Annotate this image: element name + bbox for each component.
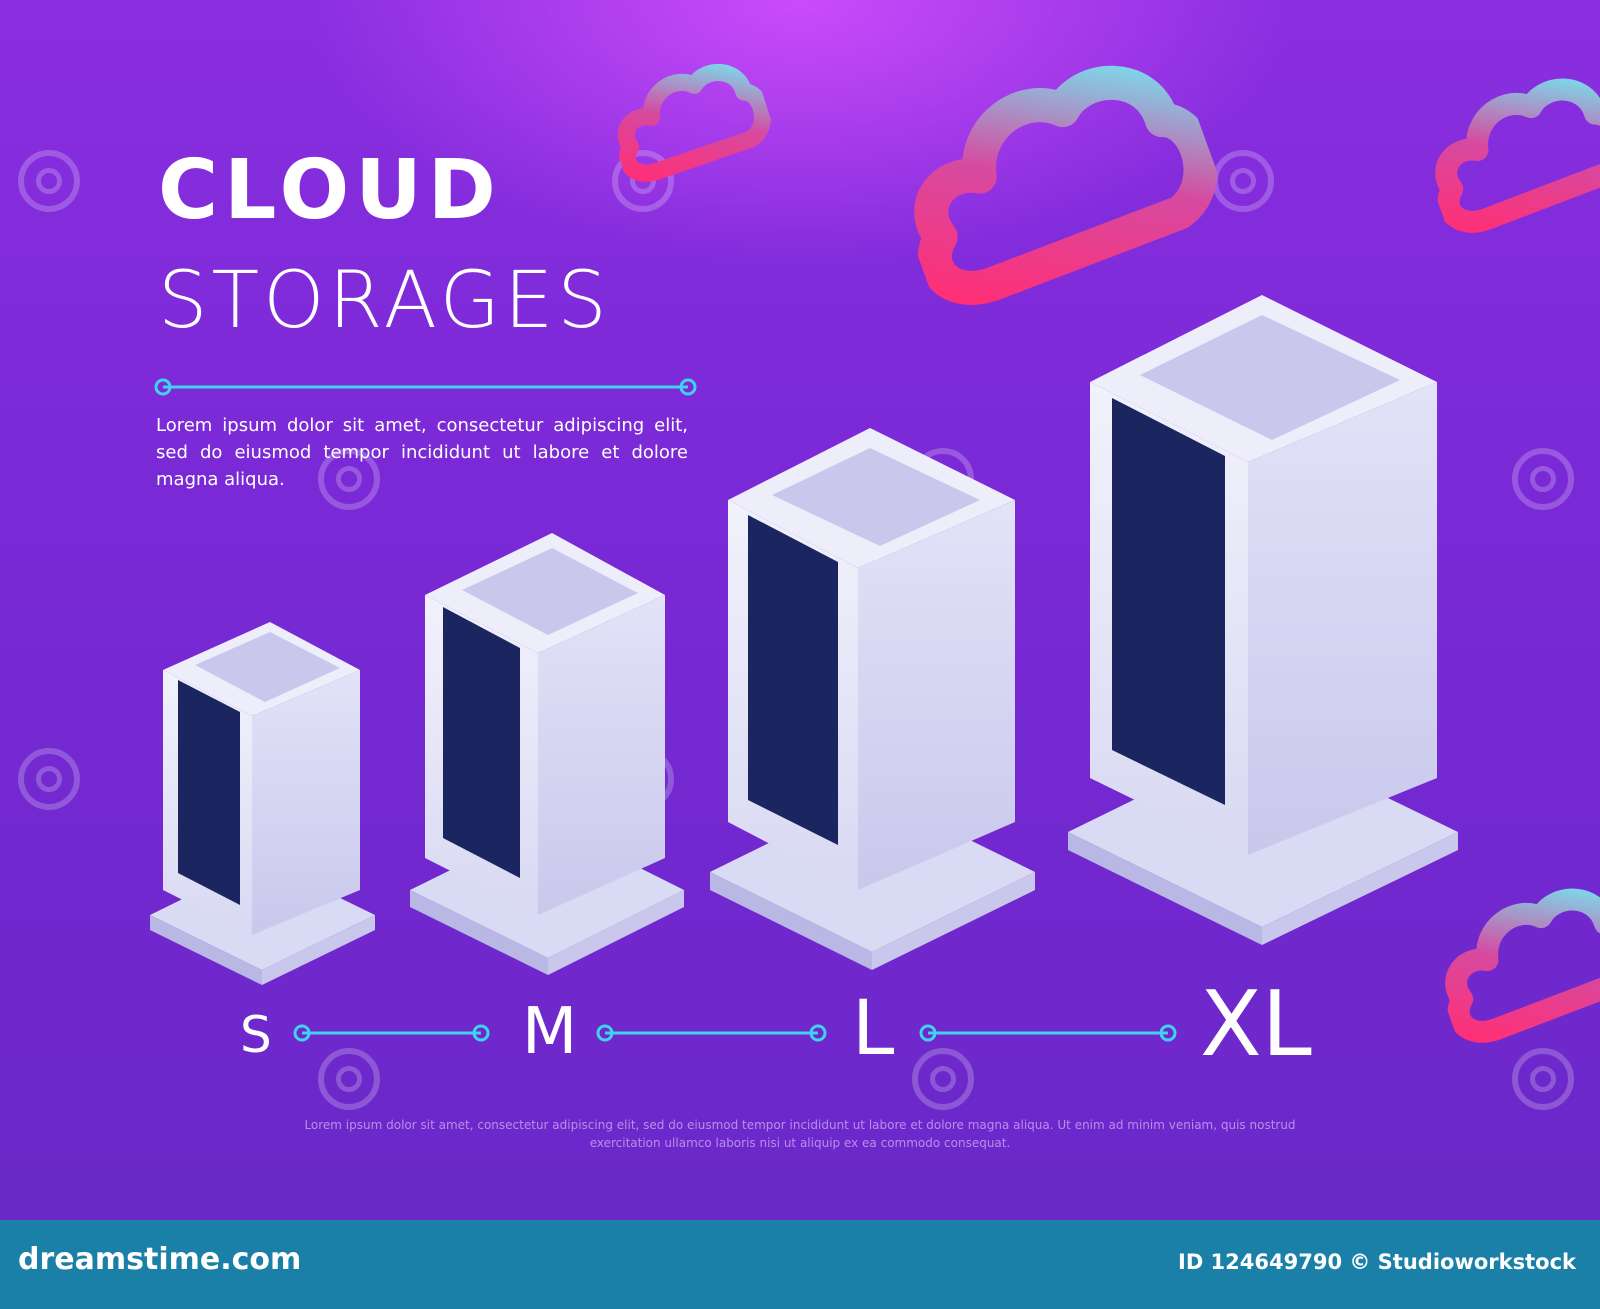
poster-canvas: CLOUD STORAGES Lorem ipsum dolor sit ame… [0,0,1600,1220]
dreamstime-logo-icon [912,1048,974,1110]
connector-line-icon [293,1024,1177,1042]
server-rack-icon [710,428,1035,970]
dreamstime-logo-icon [1512,1048,1574,1110]
footer-credit: ID 124649790 © Studioworkstock [1178,1250,1576,1274]
dreamstime-logo-icon [18,748,80,810]
dreamstime-logo-icon [318,1048,380,1110]
size-label-xl: XL [1200,972,1312,1077]
dreamstime-logo-icon [18,150,80,212]
illustration [150,0,1600,1220]
dreamstime-logo-icon [1512,448,1574,510]
footer-brand[interactable]: dreamstime.com [18,1242,302,1277]
headline-subtitle: STORAGES [158,256,611,346]
footnote-text: Lorem ipsum dolor sit amet, consectetur … [304,1118,1296,1150]
headline-divider [154,378,697,396]
cloud-icon [609,60,769,179]
headline-title: CLOUD [158,143,502,238]
cloud-icon [1423,73,1600,230]
server-rack-icon [150,622,375,985]
server-rack-icon [1068,295,1458,945]
size-label-s: S [240,1006,272,1064]
cloud-icon [896,56,1217,300]
dreamstime-logo-icon [318,448,380,510]
cloud-icon [1433,883,1600,1040]
server-rack-icon [410,533,684,975]
stock-footer-bar: dreamstime.com ID 124649790 © Studiowork… [0,1220,1600,1309]
size-label-m: M [522,995,578,1069]
description-text: Lorem ipsum dolor sit amet, consectetur … [156,415,688,490]
size-label-l: L [852,983,895,1072]
